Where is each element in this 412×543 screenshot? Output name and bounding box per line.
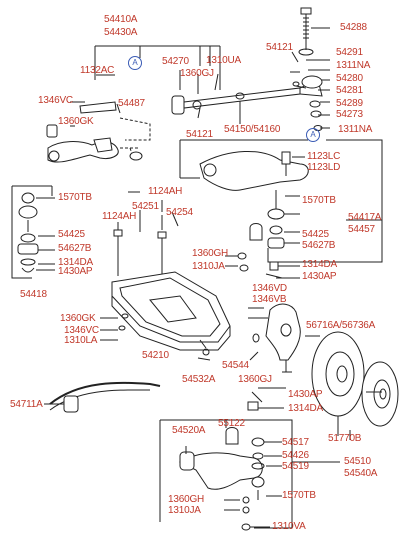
lower-nuts bbox=[247, 387, 286, 411]
upper-arm-left bbox=[46, 101, 151, 163]
label-54210: 54210 bbox=[142, 350, 169, 361]
label-1314da-low: 1314DA bbox=[288, 403, 323, 414]
label-1430ap-low: 1430AP bbox=[288, 389, 323, 400]
label-54520a: 54520A bbox=[172, 425, 206, 436]
label-1360gk-top: 1360GK bbox=[58, 116, 94, 127]
label-54510: 54510 bbox=[344, 456, 371, 467]
label-54532a: 54532A bbox=[182, 374, 216, 385]
label-54121-top: 54121 bbox=[266, 42, 293, 53]
label-54281: 54281 bbox=[336, 85, 363, 96]
lower-arm-box bbox=[159, 419, 340, 531]
label-1570tb-right: 1570TB bbox=[302, 195, 336, 206]
label-54540a: 54540A bbox=[344, 468, 378, 479]
label-1314da-left: 1314DA bbox=[58, 257, 93, 268]
label-1360gk-low: 1360GK bbox=[60, 313, 96, 324]
label-54425-left: 54425 bbox=[58, 229, 85, 240]
label-54487: 54487 bbox=[118, 98, 145, 109]
label-1124ah-a: 1124AH bbox=[148, 186, 183, 197]
label-1360gh-mid: 1360GH bbox=[192, 248, 229, 259]
label-1430ap-mid: 1430AP bbox=[302, 271, 337, 282]
leader-lines-top bbox=[70, 45, 330, 129]
label-1314da-mid: 1314DA bbox=[302, 259, 337, 270]
label-54288: 54288 bbox=[340, 22, 367, 33]
label-54273: 54273 bbox=[336, 109, 363, 120]
label-1310va: 1310VA bbox=[272, 521, 306, 532]
bushing-54270 bbox=[171, 95, 202, 115]
crossmember-54210 bbox=[100, 271, 231, 361]
label-54517: 54517 bbox=[282, 437, 309, 448]
bolts-1124AH bbox=[113, 191, 179, 276]
label-1346vd: 1346VD bbox=[252, 283, 287, 294]
marker-a-right: A bbox=[306, 128, 320, 142]
label-54519: 54519 bbox=[282, 461, 309, 472]
label-54430a: 54430A bbox=[104, 27, 138, 38]
label-1346vc-low: 1346VC bbox=[64, 325, 99, 336]
label-1570tb-low: 1570TB bbox=[282, 490, 316, 501]
label-54254: 54254 bbox=[166, 207, 193, 218]
label-54121-mid: 54121 bbox=[186, 129, 213, 140]
label-1123lc: 1123LC bbox=[307, 151, 341, 162]
label-54280: 54280 bbox=[336, 73, 363, 84]
label-1310ja-low: 1310JA bbox=[168, 505, 201, 516]
label-1311na-b: 1311NA bbox=[338, 124, 373, 135]
label-1360gj-top: 1360GJ bbox=[180, 68, 214, 79]
label-54711a: 54711A bbox=[10, 399, 43, 410]
knuckle bbox=[248, 303, 320, 373]
label-1132ac: 1132AC bbox=[80, 65, 115, 76]
label-54410a: 54410A bbox=[104, 14, 138, 25]
label-51770b: 51770B bbox=[328, 433, 362, 444]
label-54425-right: 54425 bbox=[302, 229, 329, 240]
left-balljoint-box bbox=[11, 185, 55, 279]
label-56716a-56736a: 56716A/56736A bbox=[306, 320, 376, 331]
label-1360gj-low: 1360GJ bbox=[238, 374, 272, 385]
label-54627b-right: 54627B bbox=[302, 240, 336, 251]
label-54457: 54457 bbox=[348, 224, 375, 235]
label-1310ja-mid: 1310JA bbox=[192, 261, 225, 272]
label-1430ap-left: 1430AP bbox=[58, 266, 93, 277]
label-1570tb-left: 1570TB bbox=[58, 192, 92, 203]
label-54426: 54426 bbox=[282, 450, 309, 461]
marker-a-top: A bbox=[128, 56, 142, 70]
label-54544: 54544 bbox=[222, 360, 249, 371]
label-55122: 55122 bbox=[218, 418, 245, 429]
label-1310ua-top: 1310UA bbox=[206, 55, 241, 66]
label-54418: 54418 bbox=[20, 289, 47, 300]
label-1360gh-low: 1360GH bbox=[168, 494, 205, 505]
label-54627b-left: 54627B bbox=[58, 243, 92, 254]
label-1123ld: 1123LD bbox=[307, 162, 341, 173]
label-1310la: 1310LA bbox=[64, 335, 98, 346]
label-1346vc-top: 1346VC bbox=[38, 95, 73, 106]
label-54291: 54291 bbox=[336, 47, 363, 58]
label-54289: 54289 bbox=[336, 98, 363, 109]
bumpers-nuts bbox=[225, 223, 300, 279]
tie-rod-54150 bbox=[183, 75, 323, 131]
label-54150-54160: 54150/54160 bbox=[224, 124, 281, 135]
bolt-54288 bbox=[298, 7, 330, 56]
label-54270: 54270 bbox=[162, 56, 189, 67]
label-1311na-a: 1311NA bbox=[336, 60, 371, 71]
label-1346vb: 1346VB bbox=[252, 294, 287, 305]
label-1124ah-b: 1124AH bbox=[102, 211, 137, 222]
right-upper-box bbox=[179, 139, 383, 263]
stabilizer-bar bbox=[44, 381, 161, 413]
label-54251: 54251 bbox=[132, 201, 159, 212]
brake-disc-51770B bbox=[311, 331, 399, 440]
label-54417a: 54417A bbox=[348, 212, 382, 223]
